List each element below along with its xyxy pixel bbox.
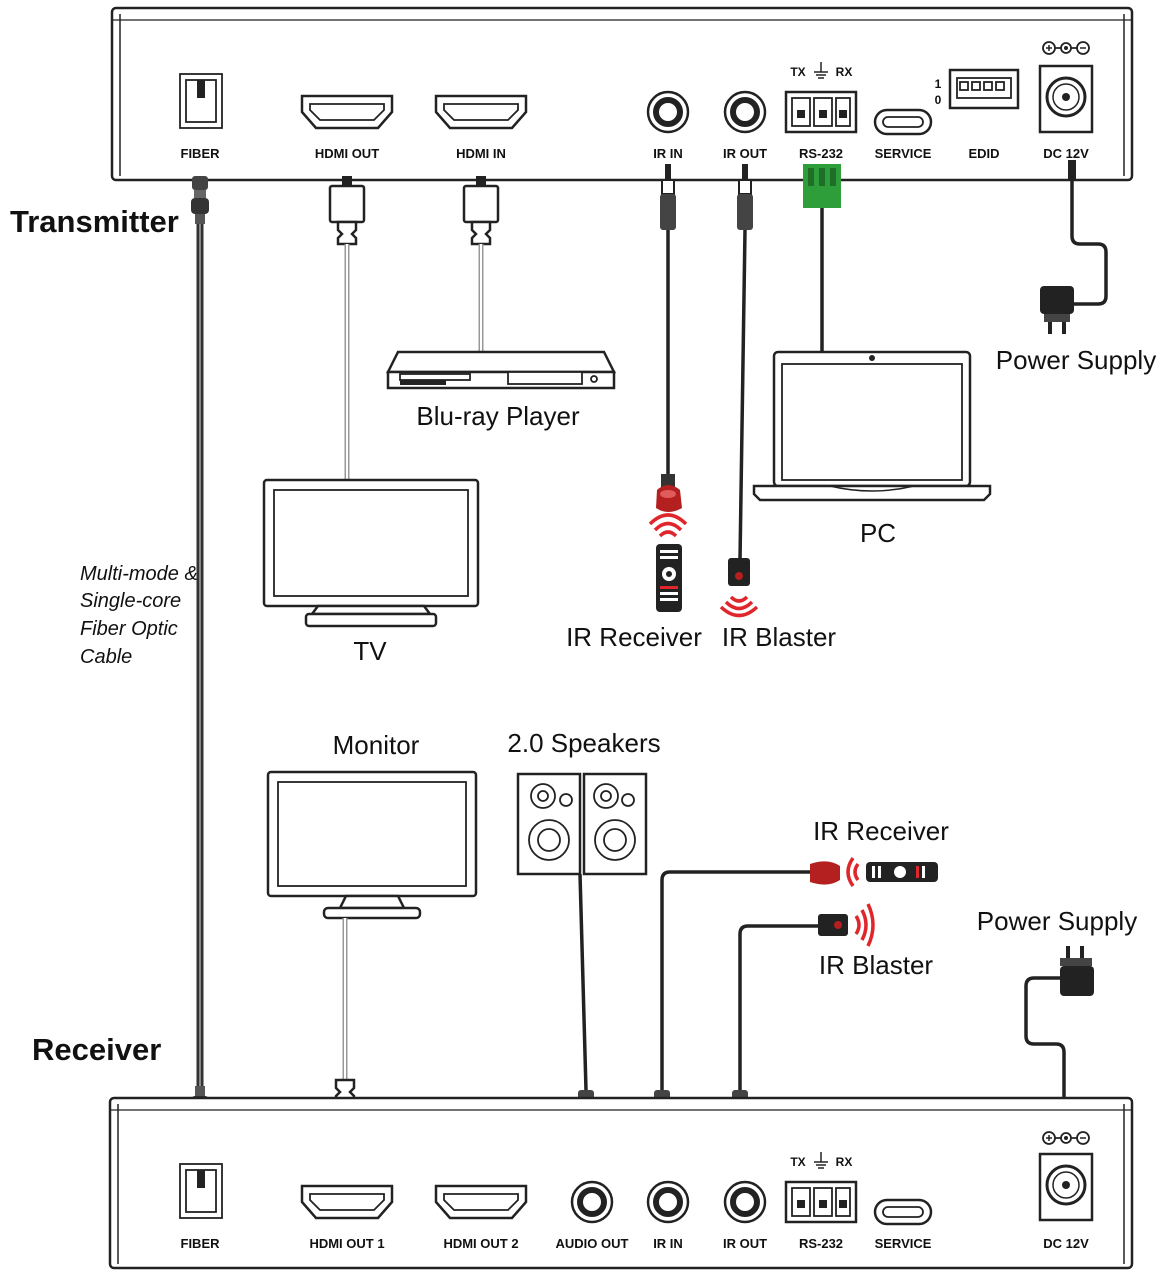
service-port: [873, 1198, 933, 1226]
tx-edid-label: EDID: [968, 146, 999, 161]
ground-icon: [814, 62, 828, 79]
hdmi-out-2-port: [434, 1184, 528, 1220]
remote-control-icon: [656, 544, 682, 612]
fiber-cable: [191, 176, 209, 1138]
bluray-player: [385, 350, 617, 390]
rx-hdmi-out-1-label: HDMI OUT 1: [309, 1236, 384, 1251]
rs232-terminal: [784, 90, 858, 134]
tx-fiber-label: FIBER: [181, 146, 221, 161]
rs232-terminal: [784, 1180, 858, 1224]
tv-screen: [262, 478, 480, 628]
ir-in-jack: [646, 90, 690, 134]
dc-jack: [1038, 64, 1094, 134]
tx-service-label: SERVICE: [875, 146, 932, 161]
ir-blaster-cable-top: [728, 164, 753, 586]
ir-receiver-top-label: IR Receiver: [566, 622, 702, 652]
monitor-label: Monitor: [333, 730, 420, 760]
rs232-rx-label: RX: [836, 1155, 853, 1169]
ir-blaster-top-label: IR Blaster: [722, 622, 836, 652]
tx-ir-out-label: IR OUT: [723, 146, 767, 161]
rs232-cable: [803, 164, 841, 352]
power-supply-bottom: [1024, 946, 1094, 1118]
rx-rs232-label: RS-232: [799, 1236, 843, 1251]
tx-rs232-label: RS-232: [799, 146, 843, 161]
tv-label: TV: [353, 636, 387, 666]
rs232-tx-label: TX: [790, 65, 805, 79]
rx-ir-in-label: IR IN: [653, 1236, 683, 1251]
fiber-port: [179, 73, 223, 129]
rx-hdmi-out-2-label: HDMI OUT 2: [443, 1236, 518, 1251]
rx-ir-out-label: IR OUT: [723, 1236, 767, 1251]
fiber-note-line-4: Cable: [80, 646, 132, 668]
ground-icon: [814, 1152, 828, 1169]
pc-label: PC: [860, 518, 896, 548]
rx-service-label: SERVICE: [875, 1236, 932, 1251]
ir-blaster-signal-icon: [719, 595, 759, 618]
receiver-panel: TX RX FIBER HDMI OUT: [108, 1096, 1134, 1270]
polarity-icon: [1042, 1131, 1090, 1145]
edid-1-label: 1: [935, 77, 942, 91]
hdmi-out-port: [300, 94, 394, 130]
service-port: [873, 108, 933, 136]
bluray-label: Blu-ray Player: [416, 401, 580, 431]
ir-receiver-bottom-label: IR Receiver: [813, 816, 949, 846]
receiver-title: Receiver: [32, 1032, 161, 1067]
ir-receiver-cable-top: [656, 164, 682, 512]
tx-hdmi-out-label: HDMI OUT: [315, 146, 379, 161]
ir-receiver-bottom: [660, 856, 938, 1090]
transmitter-panel: TX RX 1 0: [110, 6, 1134, 182]
ir-out-jack: [723, 90, 767, 134]
edid-0-label: 0: [935, 93, 942, 107]
rx-fiber-label: FIBER: [181, 1236, 221, 1251]
audio-out-jack: [570, 1180, 614, 1224]
rx-audio-out-label: AUDIO OUT: [556, 1236, 629, 1251]
speakers: [516, 772, 648, 1091]
ir-blaster-bottom-label: IR Blaster: [819, 950, 933, 980]
tx-dc-label: DC 12V: [1043, 146, 1089, 161]
ir-signal-icon: [846, 856, 860, 888]
tx-hdmi-in-label: HDMI IN: [456, 146, 506, 161]
ir-in-jack: [646, 1180, 690, 1224]
fiber-port: [179, 1163, 223, 1219]
fiber-note-line-2: Single-core: [80, 590, 181, 612]
fiber-note-line-1: Multi-mode &: [80, 563, 198, 585]
power-bottom-label: Power Supply: [977, 906, 1137, 936]
fiber-note-line-3: Fiber Optic: [80, 618, 178, 640]
rx-dc-label: DC 12V: [1043, 1236, 1089, 1251]
ir-blaster-signal-icon: [854, 903, 875, 947]
hdmi-cable-bluray: [462, 176, 500, 352]
hdmi-cable-tv: [328, 176, 366, 480]
power-supply-top: [1040, 160, 1108, 334]
remote-control-icon: [866, 862, 938, 882]
monitor: [266, 770, 478, 1080]
dc-jack: [1038, 1152, 1094, 1222]
polarity-icon: [1042, 41, 1090, 55]
ir-out-jack: [723, 1180, 767, 1224]
rs232-tx-label: TX: [790, 1155, 805, 1169]
tx-ir-in-label: IR IN: [653, 146, 683, 161]
hdmi-out-1-port: [300, 1184, 394, 1220]
ir-signal-icon: [648, 513, 688, 538]
power-top-label: Power Supply: [996, 345, 1156, 375]
pc-laptop: [752, 350, 992, 502]
rs232-rx-label: RX: [836, 65, 853, 79]
ir-blaster-bottom: [738, 903, 875, 1090]
speakers-label: 2.0 Speakers: [507, 728, 660, 758]
edid-switch: [948, 68, 1020, 110]
hdmi-in-port: [434, 94, 528, 130]
transmitter-title: Transmitter: [10, 204, 179, 239]
